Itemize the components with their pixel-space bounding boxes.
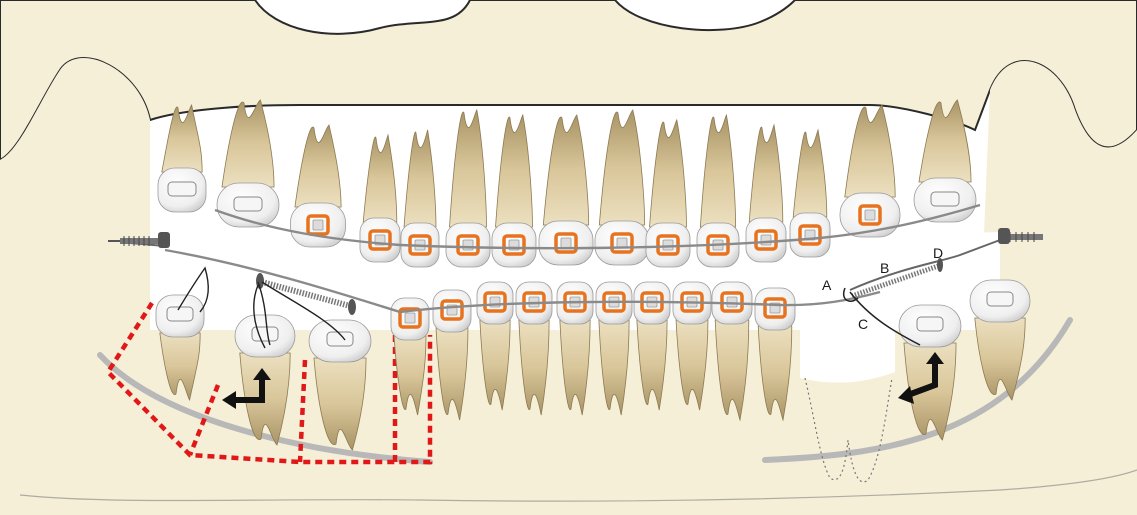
upper-tooth [158, 105, 206, 212]
label-d: D [933, 245, 943, 261]
upper-tooth [492, 115, 536, 267]
upper-tooth [217, 100, 279, 227]
label-a: A [822, 277, 831, 293]
upper-tooth [595, 110, 649, 265]
label-b: B [880, 260, 889, 276]
extraction-socket [800, 330, 895, 383]
upper-tooth [539, 115, 593, 265]
upper-tooth [840, 105, 900, 237]
upper-tooth [291, 125, 346, 247]
upper-tooth [446, 110, 490, 267]
label-c: C [858, 316, 868, 332]
